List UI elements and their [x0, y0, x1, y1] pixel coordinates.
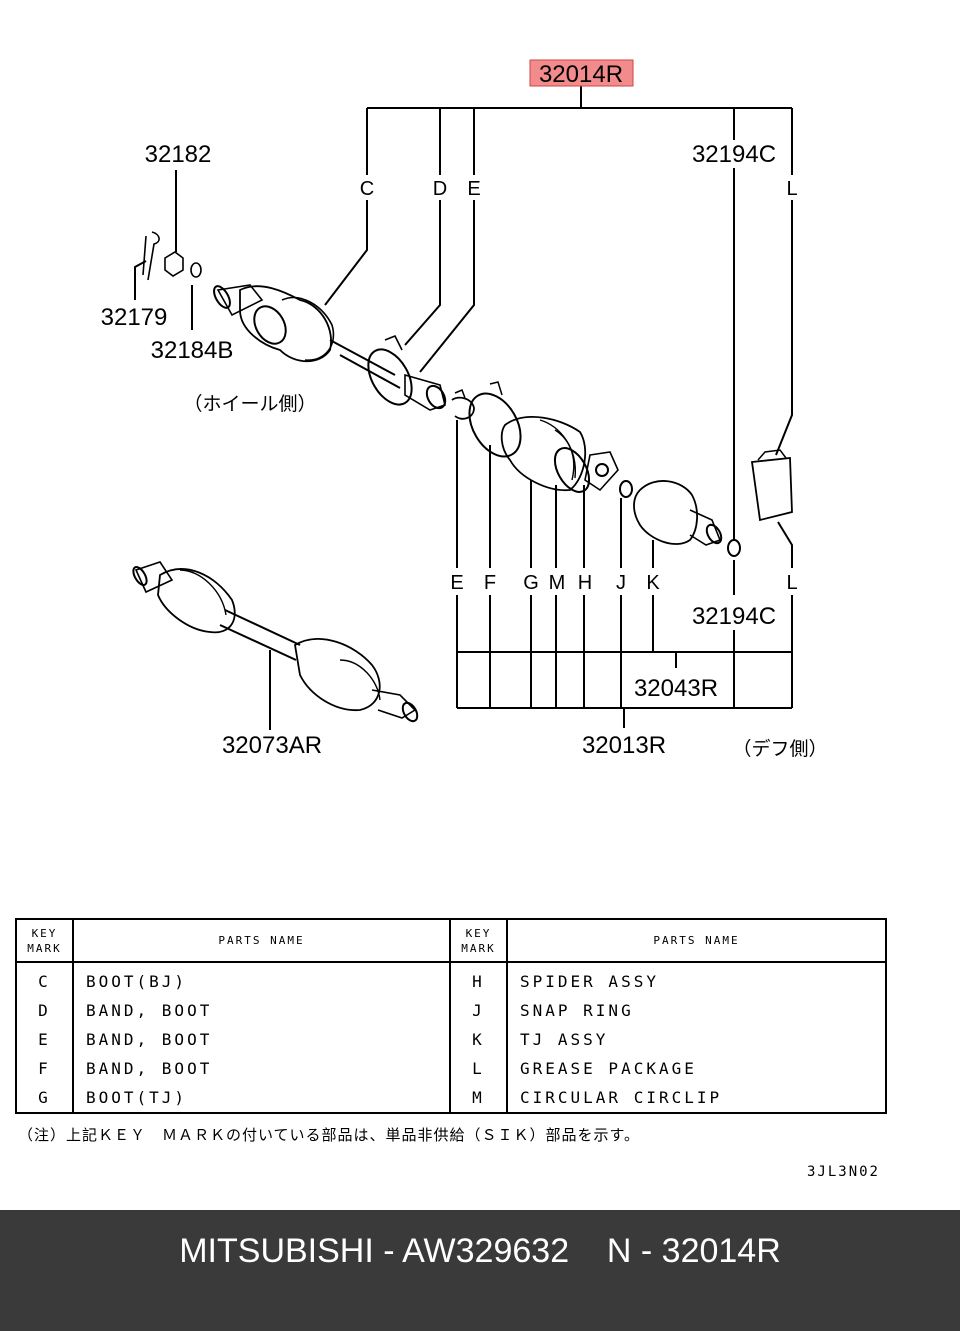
part-number-32014R: 32014R	[539, 61, 623, 88]
parts-name-cell: BAND, BOOT	[72, 1054, 451, 1083]
part-number-32194C-top: 32194C	[692, 141, 776, 168]
footnote: （注）上記ＫＥＹ ＭＡＲＫの付いている部品は、単品非供給（ＳＩＫ）部品を示す。	[18, 1126, 641, 1144]
key-letter-E-bottom: E	[450, 572, 463, 594]
part-number-32073AR: 32073AR	[222, 732, 322, 759]
key-mark-cell: H	[449, 962, 508, 996]
table-row: F BAND, BOOT L GREASE PACKAGE	[15, 1054, 887, 1083]
key-letter-K-bottom: K	[646, 572, 660, 594]
key-mark-cell: M	[449, 1083, 508, 1113]
key-letter-F-bottom: F	[484, 572, 496, 594]
parts-name-header: PARTS NAME	[72, 919, 451, 963]
diagram-code: 3JL3N02	[806, 1164, 880, 1180]
key-letter-L-top: L	[786, 178, 797, 200]
key-mark-cell: K	[449, 1025, 508, 1054]
parts-name-cell: CIRCULAR CIRCLIP	[506, 1083, 887, 1113]
key-letter-C-top: C	[360, 178, 374, 200]
part-number-32179: 32179	[101, 304, 168, 331]
table-row: D BAND, BOOT J SNAP RING	[15, 996, 887, 1025]
wheel-side-label: （ホイール側）	[183, 393, 316, 415]
table-row: G BOOT(TJ) M CIRCULAR CIRCLIP	[15, 1083, 887, 1113]
key-letter-M-bottom: M	[549, 572, 566, 594]
part-number-32182: 32182	[145, 141, 212, 168]
parts-name-cell: GREASE PACKAGE	[506, 1054, 887, 1083]
parts-name-cell: BAND, BOOT	[72, 996, 451, 1025]
key-letter-G-bottom: G	[523, 572, 539, 594]
part-number-32184B: 32184B	[151, 337, 234, 364]
parts-name-cell: SPIDER ASSY	[506, 962, 887, 996]
exploded-parts-diagram: 32014R 32182 32179 32184B 32194C 32194C …	[101, 59, 828, 760]
key-letter-L-bottom: L	[786, 572, 797, 594]
diff-side-label: （デフ側）	[732, 738, 827, 760]
key-letter-J-bottom: J	[616, 572, 626, 594]
key-mark-cell: J	[449, 996, 508, 1025]
key-letter-E-top: E	[467, 178, 480, 200]
parts-name-header: PARTS NAME	[506, 919, 887, 963]
main-part-number-highlight	[529, 59, 634, 87]
parts-name-cell: SNAP RING	[506, 996, 887, 1025]
key-mark-cell: D	[15, 996, 74, 1025]
key-mark-cell: E	[15, 1025, 74, 1054]
key-mark-cell: L	[449, 1054, 508, 1083]
parts-name-cell: TJ ASSY	[506, 1025, 887, 1054]
footer-banner: MITSUBISHI - AW329632 N - 32014R	[0, 1210, 960, 1331]
part-number-32013R: 32013R	[582, 732, 666, 759]
key-letter-D-top: D	[433, 178, 447, 200]
key-mark-cell: G	[15, 1083, 74, 1113]
table-row: E BAND, BOOT K TJ ASSY	[15, 1025, 887, 1054]
footer-part-info: MITSUBISHI - AW329632 N - 32014R	[179, 1232, 781, 1270]
parts-name-cell: BOOT(BJ)	[72, 962, 451, 996]
part-number-32043R: 32043R	[634, 675, 718, 702]
key-mark-cell: C	[15, 962, 74, 996]
key-mark-cell: F	[15, 1054, 74, 1083]
parts-name-cell: BOOT(TJ)	[72, 1083, 451, 1113]
part-number-32194C-bottom: 32194C	[692, 603, 776, 630]
table-row: C BOOT(BJ) H SPIDER ASSY	[15, 962, 887, 996]
key-letter-H-bottom: H	[578, 572, 592, 594]
parts-name-cell: BAND, BOOT	[72, 1025, 451, 1054]
